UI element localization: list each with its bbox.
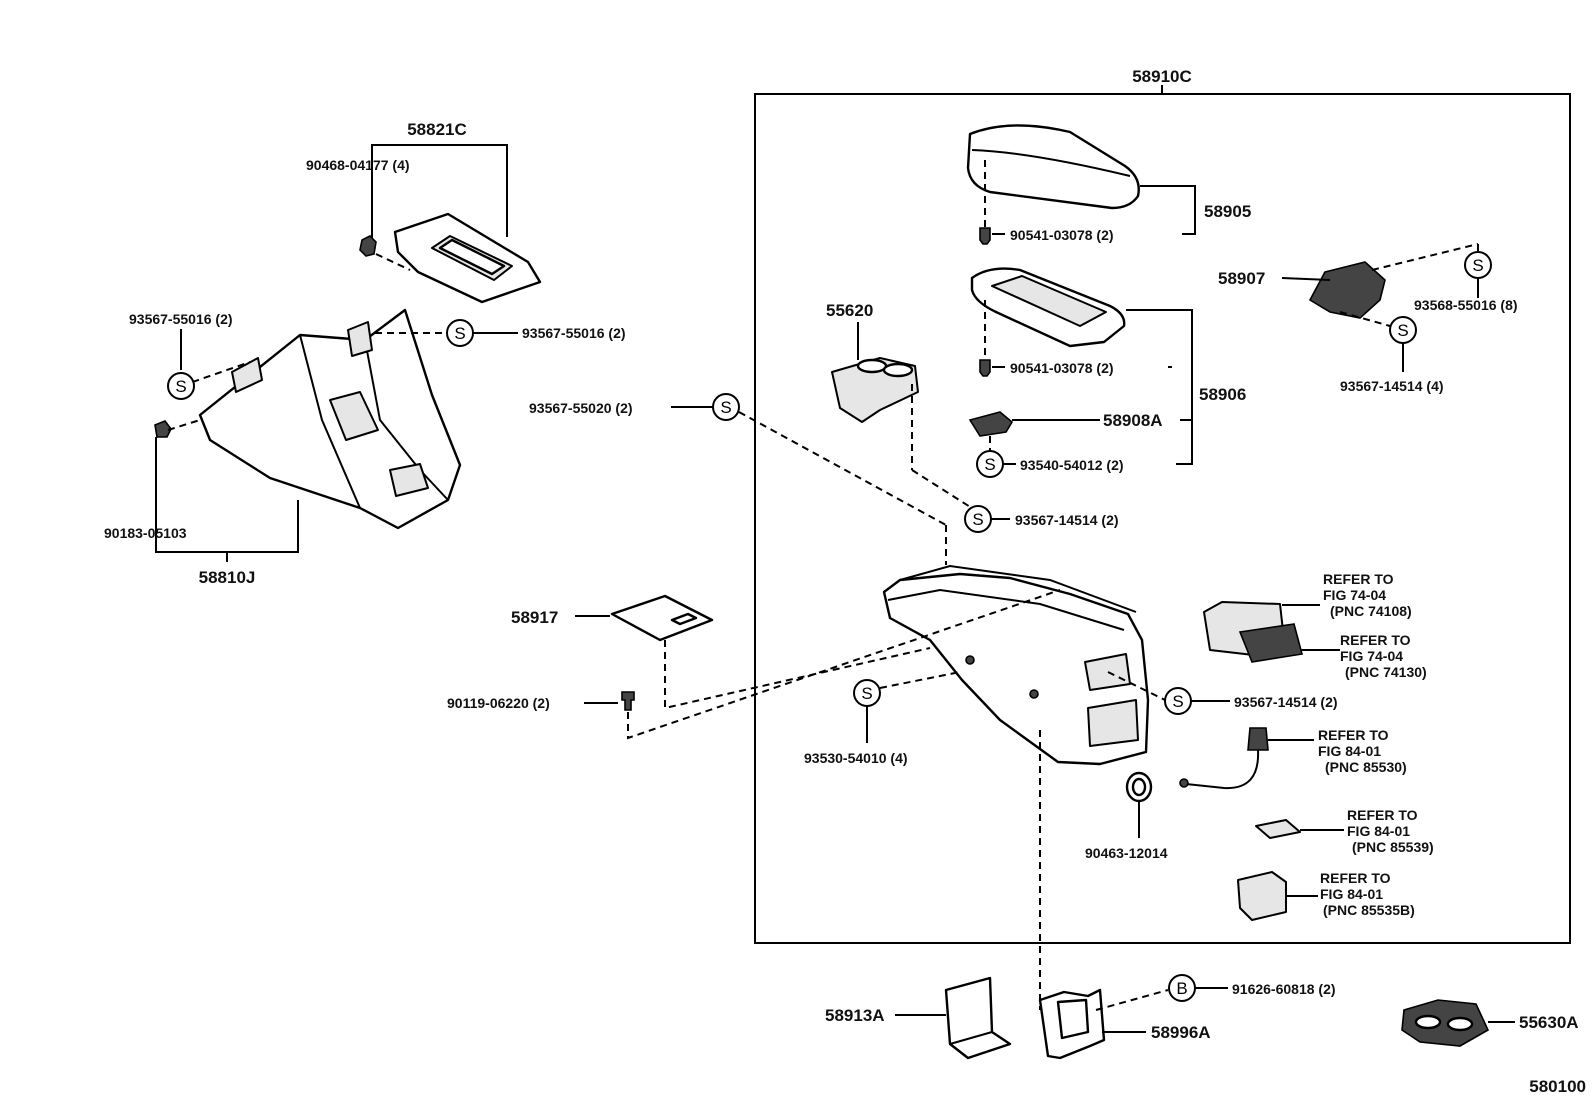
label-58913A: 58913A bbox=[825, 1006, 885, 1025]
screw-symbol-letter: S bbox=[175, 377, 186, 396]
hinge-58908A-shape bbox=[968, 411, 1014, 437]
label-55620: 55620 bbox=[826, 301, 873, 320]
screw-93567-14514-upper: S 93567-14514 (2) bbox=[964, 505, 1119, 533]
screw-symbol-letter: S bbox=[720, 398, 731, 417]
clip-90183-shape bbox=[154, 420, 172, 438]
ref-text-1: REFER TO FIG 74-04 (PNC 74108) bbox=[1323, 571, 1412, 619]
label-90119-06220: 90119-06220 (2) bbox=[447, 695, 550, 711]
label-93567-55016-mid: 93567-55016 (2) bbox=[522, 325, 626, 341]
ref-text-2: REFER TO FIG 74-04 (PNC 74130) bbox=[1340, 632, 1427, 680]
screw-93530-54010: S 93530-54010 (4) bbox=[804, 671, 961, 766]
screw-symbol-letter: S bbox=[861, 684, 872, 703]
ref-line: FIG 74-04 bbox=[1323, 587, 1386, 603]
ref-line: (PNC 85539) bbox=[1352, 839, 1434, 855]
screw-93567-55020: 93567-55020 (2) S bbox=[529, 393, 947, 565]
bracket-58913A-shape bbox=[944, 976, 1012, 1060]
label-58910C: 58910C bbox=[1132, 67, 1192, 86]
ref-line: FIG 84-01 bbox=[1347, 823, 1410, 839]
ref-part-74130 bbox=[1238, 623, 1340, 663]
ref-line: REFER TO bbox=[1318, 727, 1389, 743]
label-55630A: 55630A bbox=[1519, 1013, 1579, 1032]
socket-shape bbox=[1247, 727, 1269, 751]
label-58908A: 58908A bbox=[1103, 411, 1163, 430]
screw-symbol-letter: S bbox=[972, 510, 983, 529]
ref-line: (PNC 85530) bbox=[1325, 759, 1407, 775]
ref-line: (PNC 74130) bbox=[1345, 664, 1427, 680]
part-55630A: 55630A bbox=[1401, 999, 1579, 1047]
ref-part-85539 bbox=[1255, 819, 1344, 839]
label-58907: 58907 bbox=[1218, 269, 1265, 288]
ref-part-85535B bbox=[1237, 871, 1318, 921]
screw-symbol-letter: S bbox=[1472, 256, 1483, 275]
cup-holder-55630A-shape bbox=[1401, 999, 1490, 1047]
part-58996A: 58996A B 91626-60818 (2) bbox=[1038, 974, 1336, 1060]
console-body bbox=[882, 564, 1166, 1010]
ref-line: REFER TO bbox=[1347, 807, 1418, 823]
clip-shape bbox=[359, 235, 377, 257]
clip-90119-shape bbox=[621, 691, 635, 711]
part-58810J: 93567-55016 (2) S S 93567-55016 (2) 9018… bbox=[104, 308, 626, 587]
figure-number: 580100 bbox=[1529, 1077, 1586, 1096]
ref-line: (PNC 85535B) bbox=[1323, 902, 1415, 918]
label-58996A: 58996A bbox=[1151, 1023, 1211, 1042]
label-93540-54012: 93540-54012 (2) bbox=[1020, 457, 1124, 473]
label-58821C: 58821C bbox=[407, 120, 467, 139]
ref-line: FIG 84-01 bbox=[1318, 743, 1381, 759]
label-90463-12014: 90463-12014 bbox=[1085, 845, 1168, 861]
ref-line: (PNC 74108) bbox=[1330, 603, 1412, 619]
plate-shape bbox=[1255, 819, 1301, 839]
part-55620: 55620 bbox=[826, 301, 976, 511]
part-58913A: 58913A bbox=[825, 976, 1012, 1060]
ref-line: REFER TO bbox=[1320, 870, 1391, 886]
label-93567-55016-left: 93567-55016 (2) bbox=[129, 311, 233, 327]
screw-symbol-letter: S bbox=[454, 324, 465, 343]
screw-symbol bbox=[712, 393, 740, 421]
screw-93567-14514-lower: S 93567-14514 (2) bbox=[1164, 687, 1338, 715]
label-93530-54010: 93530-54010 (4) bbox=[804, 750, 908, 766]
ref-line: FIG 74-04 bbox=[1340, 648, 1403, 664]
label-58917: 58917 bbox=[511, 608, 558, 627]
label-90468-04177: 90468-04177 (4) bbox=[306, 157, 410, 173]
assembly-frame-58910C: 58910C bbox=[754, 67, 1571, 944]
ref-text-3: REFER TO FIG 84-01 (PNC 85530) bbox=[1318, 727, 1407, 775]
label-58905: 58905 bbox=[1204, 202, 1251, 221]
ref-text-5: REFER TO FIG 84-01 (PNC 85535B) bbox=[1320, 870, 1415, 918]
box-shape bbox=[1237, 871, 1287, 921]
console-shape bbox=[882, 572, 1150, 766]
label-93567-14514-2a: 93567-14514 (2) bbox=[1015, 512, 1119, 528]
ref-line: REFER TO bbox=[1323, 571, 1394, 587]
part-58905: 58905 90541-03078 (2) bbox=[966, 124, 1251, 245]
label-90183-05103: 90183-05103 bbox=[104, 525, 187, 541]
part-58906: 90541-03078 (2) 58906 58908A S 93540-540… bbox=[968, 267, 1246, 478]
label-93567-14514-4: 93567-14514 (4) bbox=[1340, 378, 1444, 394]
screw-symbol bbox=[167, 372, 195, 400]
pad-shape bbox=[610, 594, 714, 642]
switch-shape bbox=[1238, 623, 1304, 663]
ref-part-85530 bbox=[1179, 727, 1314, 790]
part-58821C: 58821C 90468-04177 (4) bbox=[306, 120, 542, 304]
ref-text-4: REFER TO FIG 84-01 (PNC 85539) bbox=[1347, 807, 1434, 855]
bolt-symbol-letter: B bbox=[1176, 979, 1187, 998]
lid-shape bbox=[966, 124, 1140, 210]
screw-symbol-letter: S bbox=[1397, 321, 1408, 340]
ref-line: REFER TO bbox=[1340, 632, 1411, 648]
label-93568-55016: 93568-55016 (8) bbox=[1414, 297, 1518, 313]
latch-shape bbox=[1308, 261, 1386, 319]
label-93567-55020: 93567-55020 (2) bbox=[529, 400, 633, 416]
screw-symbol-letter: S bbox=[1172, 692, 1183, 711]
part-58917: 58917 90119-06220 (2) bbox=[447, 589, 1061, 740]
label-93567-14514-2b: 93567-14514 (2) bbox=[1234, 694, 1338, 710]
part-90463: 90463-12014 bbox=[1085, 771, 1168, 861]
ref-line: FIG 84-01 bbox=[1320, 886, 1383, 902]
lower-panel-shape bbox=[198, 308, 462, 530]
label-58906: 58906 bbox=[1199, 385, 1246, 404]
label-90541-03078-b: 90541-03078 (2) bbox=[1010, 360, 1114, 376]
screw-symbol-letter: S bbox=[984, 455, 995, 474]
label-91626-60818: 91626-60818 (2) bbox=[1232, 981, 1336, 997]
label-90541-03078-a: 90541-03078 (2) bbox=[1010, 227, 1114, 243]
part-58907: 58907 S 93568-55016 (8) S 93567-14514 (4… bbox=[1218, 243, 1518, 394]
label-58810J: 58810J bbox=[199, 568, 256, 587]
